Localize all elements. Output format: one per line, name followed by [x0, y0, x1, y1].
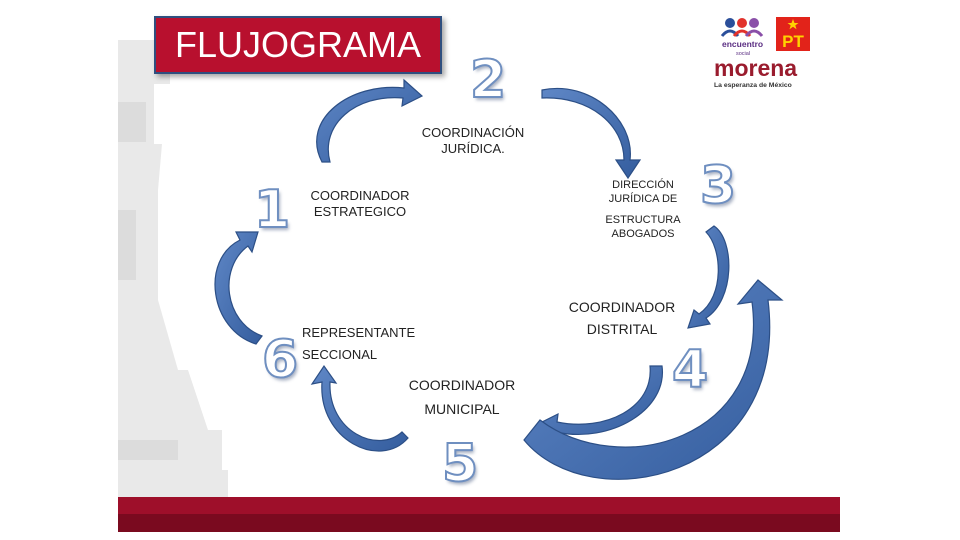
arrow-5-to-6 [310, 364, 409, 452]
step-number-6: 6 [261, 329, 299, 391]
node-3-label: DIRECCIÓN JURÍDICA DE ESTRUCTURA ABOGADO… [605, 179, 681, 240]
logo-social-text: social [736, 51, 750, 57]
arrow-6-to-1 [214, 231, 263, 345]
step-number-4: 4 [671, 339, 709, 401]
arrow-3-to-4 [687, 225, 730, 329]
coalition-logo: encuentro social PT morena La esperanza … [712, 14, 822, 94]
title-banner: FLUJOGRAMA [154, 16, 442, 74]
arrow-4-to-5 [536, 365, 663, 442]
svg-text:PT: PT [782, 32, 804, 51]
logo-tagline: La esperanza de México [714, 82, 792, 89]
footer-bar-dark [118, 514, 840, 532]
node-6-label: REPRESENTANTE SECCIONAL [302, 325, 416, 363]
big-return-arrow [523, 279, 784, 480]
step-number-2: 2 [469, 49, 507, 111]
encuentro-social-icon [720, 18, 764, 37]
logo-encuentro-text: encuentro [722, 39, 763, 49]
arrow-2-to-3 [541, 87, 642, 180]
logo-morena-text: morena [714, 55, 797, 81]
node-4-label: COORDINADOR DISTRITAL [568, 299, 676, 338]
node-5-label: COORDINADOR MUNICIPAL [408, 377, 516, 417]
node-1-label: COORDINADOR ESTRATEGICO [310, 188, 410, 220]
step-number-3: 3 [699, 155, 737, 217]
step-number-1: 1 [253, 179, 291, 241]
step-number-5: 5 [441, 433, 479, 495]
chess-piece-watermark [118, 40, 228, 500]
arrow-1-to-2 [316, 78, 424, 163]
pt-logo: PT [776, 17, 810, 51]
node-2-label: COORDINACIÓN JURÍDICA. [421, 125, 525, 157]
